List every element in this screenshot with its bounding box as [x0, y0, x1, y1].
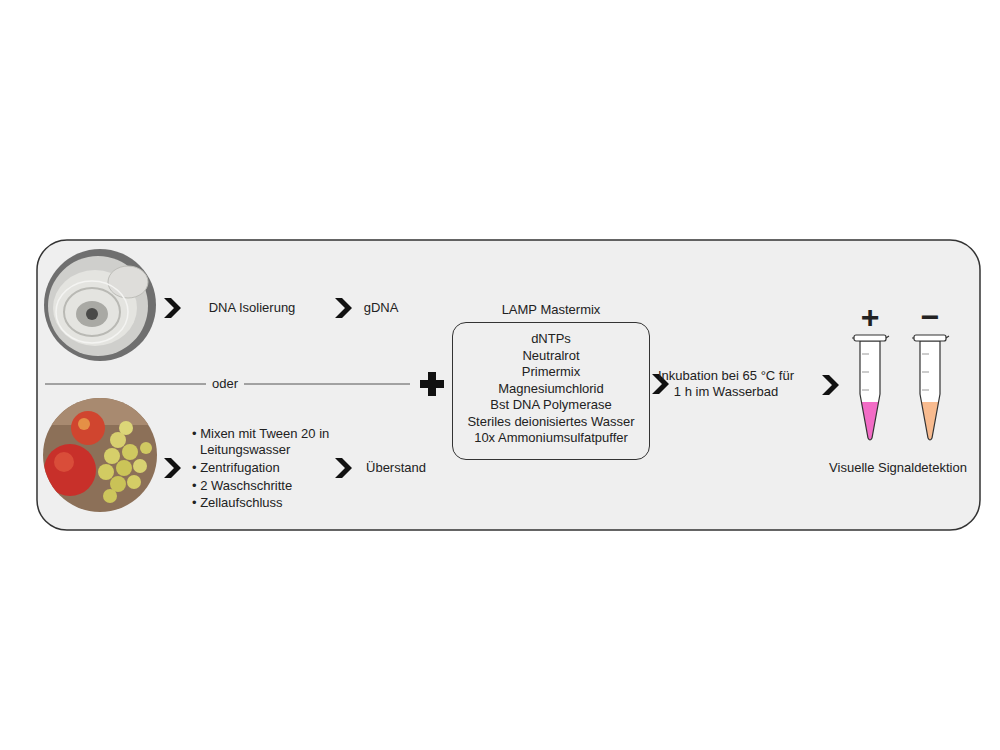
tube-body: [920, 341, 940, 440]
step-label: gDNA: [364, 300, 399, 316]
result-label: Visuelle Signaldetektion: [829, 460, 967, 476]
plus-symbol: [420, 372, 444, 396]
separator-label: oder: [212, 376, 238, 392]
step-label: DNA Isolierung: [209, 300, 296, 316]
step-label: Inkubation bei 65 °C für 1 h im Wasserba…: [658, 368, 794, 400]
tube-outline: [908, 332, 952, 444]
result-sign: −: [908, 302, 952, 332]
divider-line: [45, 384, 206, 385]
ingredient-item: Primermix: [453, 364, 649, 381]
box-heading: LAMP Mastermix: [453, 302, 649, 318]
ingredient-item: 10x Ammoniumsulfatpuffer: [453, 430, 649, 447]
tube-liquid: [848, 402, 892, 444]
tube-mark: [862, 372, 869, 373]
tube-mark: [922, 390, 929, 391]
ingredient-item: Neutralrot: [453, 348, 649, 365]
tube-mark: [922, 372, 929, 373]
ingredient-list: dNTPsNeutralrotPrimermixMagnesiumchlorid…: [453, 323, 649, 447]
ingredient-item: Bst DNA Polymerase: [453, 397, 649, 414]
panel-frame: [37, 240, 980, 530]
bullet-item: • Zellaufschluss: [192, 495, 342, 511]
divider-line: [244, 384, 410, 385]
fungus-photo: [44, 249, 156, 361]
ingredient-item: dNTPs: [453, 331, 649, 348]
flow-chevrons: [164, 298, 839, 478]
tube-mark: [922, 354, 929, 355]
reaction-tube: +: [848, 302, 892, 446]
fruit-photo: [40, 395, 160, 515]
bullet-item: • Mixen mit Tween 20 in Leitungswasser: [192, 426, 342, 458]
tube-liquid: [908, 402, 952, 444]
step-label: Überstand: [366, 460, 426, 476]
tube-outline: [848, 332, 892, 444]
ingredient-item: Magnesiumchlorid: [453, 381, 649, 398]
bullet-item: • 2 Waschschritte: [192, 478, 342, 494]
tube-body: [860, 341, 880, 440]
tube-mark: [862, 390, 869, 391]
result-sign: +: [848, 302, 892, 332]
ingredient-item: Steriles deionisiertes Wasser: [453, 414, 649, 431]
bullet-item: • Zentrifugation: [192, 460, 342, 476]
tube-cap: [914, 335, 946, 341]
mastermix-box: LAMP MastermixdNTPsNeutralrotPrimermixMa…: [452, 322, 650, 460]
tube-mark: [862, 354, 869, 355]
tube-cap: [854, 335, 886, 341]
reaction-tube: −: [908, 302, 952, 446]
